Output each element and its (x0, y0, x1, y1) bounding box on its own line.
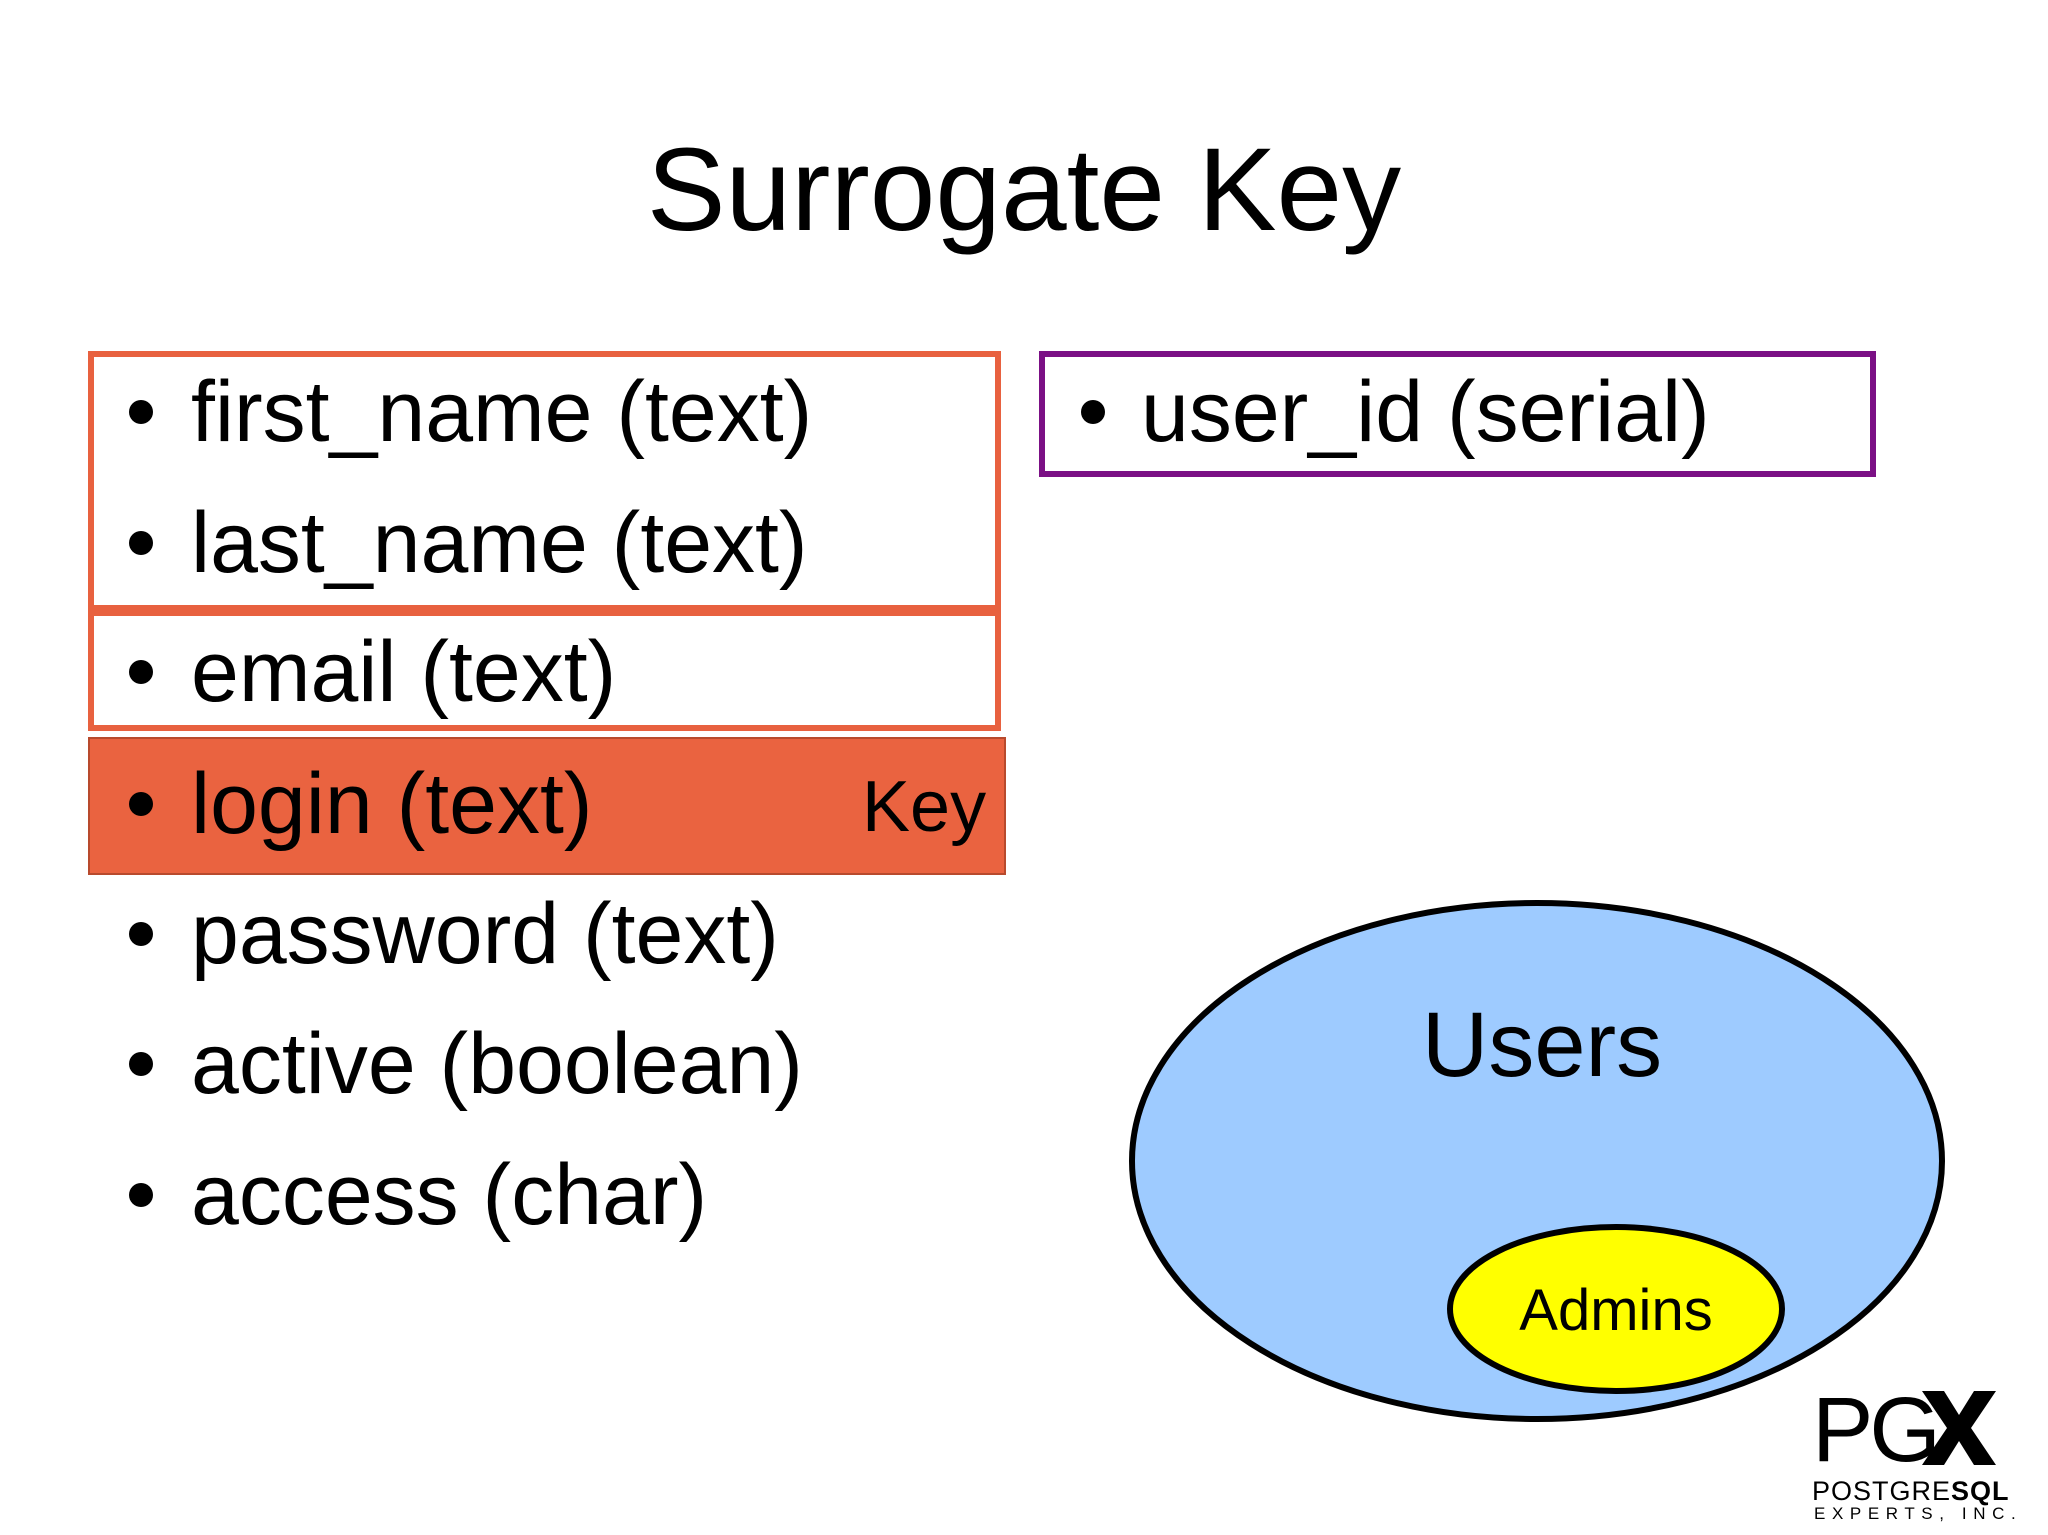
logo-postgresql: POSTGRESQL (1812, 1476, 2010, 1506)
natural-key-login-box (88, 737, 1006, 875)
bullet-icon (129, 1183, 153, 1207)
pgx-logo: PG POSTGRESQL EXPERTS, INC. (1812, 1379, 2016, 1523)
bullet-icon (129, 531, 153, 555)
bullet-icon (1081, 400, 1105, 424)
field-first-name: first_name (text) (191, 364, 813, 460)
field-access: access (char) (191, 1147, 708, 1243)
field-user-id: user_id (serial) (1141, 364, 1710, 460)
surrogate-key-box (1039, 351, 1876, 477)
field-password: password (text) (191, 886, 779, 982)
admins-ellipse (1447, 1224, 1785, 1394)
field-email: email (text) (191, 624, 617, 720)
key-label: Key (862, 767, 987, 847)
x-logo-icon (1922, 1391, 1996, 1465)
candidate-key-name-box (88, 351, 1001, 611)
logo-mark-text: PG (1812, 1379, 1941, 1481)
logo-experts-inc: EXPERTS, INC. (1814, 1504, 2023, 1523)
admins-label: Admins (1519, 1278, 1712, 1343)
bullet-icon (129, 660, 153, 684)
bullet-icon (129, 922, 153, 946)
bullet-icon (129, 1052, 153, 1076)
bullet-icon (129, 792, 153, 816)
users-label: Users (1422, 994, 1662, 1096)
field-last-name: last_name (text) (191, 495, 808, 591)
bullet-icon (129, 400, 153, 424)
candidate-key-email-box (88, 610, 1001, 731)
field-active: active (boolean) (191, 1016, 803, 1112)
field-login: login (text) (191, 756, 593, 852)
slide-title: Surrogate Key (646, 124, 1402, 256)
